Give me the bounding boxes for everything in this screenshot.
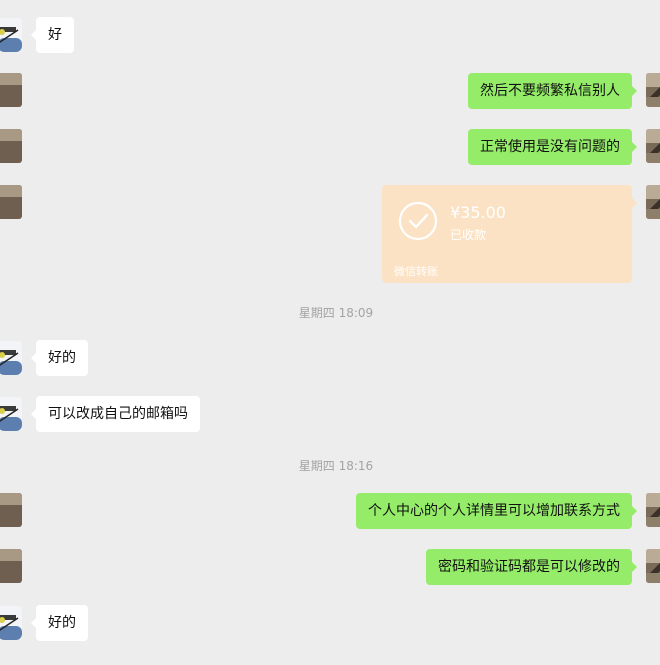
contact-avatar bbox=[0, 129, 22, 163]
check-circle-icon bbox=[398, 201, 438, 241]
contact-avatar-image bbox=[0, 606, 22, 640]
contact-avatar-image bbox=[0, 397, 22, 431]
contact-avatar-image bbox=[0, 341, 22, 375]
contact-avatar-image bbox=[0, 18, 22, 52]
transfer-amount: ¥35.00 bbox=[450, 203, 506, 222]
message-timestamp: 星期四 18:16 bbox=[298, 459, 374, 473]
self-avatar-image bbox=[646, 73, 660, 107]
self-avatar[interactable] bbox=[646, 549, 660, 583]
self-avatar-image bbox=[646, 549, 660, 583]
incoming-message[interactable]: 好的 bbox=[31, 605, 88, 641]
outgoing-message[interactable]: 然后不要频繁私信别人 bbox=[468, 73, 637, 109]
self-avatar[interactable] bbox=[646, 129, 660, 163]
self-avatar[interactable] bbox=[646, 73, 660, 107]
contact-avatar bbox=[0, 185, 22, 219]
message-timestamp: 星期四 18:09 bbox=[298, 306, 374, 320]
transfer-source-label: 微信转账 bbox=[394, 265, 438, 278]
contact-avatar[interactable] bbox=[0, 18, 22, 52]
outgoing-message[interactable]: 个人中心的个人详情里可以增加联系方式 bbox=[356, 493, 637, 529]
self-avatar-image bbox=[646, 185, 660, 219]
contact-avatar-image bbox=[0, 185, 22, 219]
incoming-message[interactable]: 可以改成自己的邮箱吗 bbox=[31, 396, 200, 432]
transfer-status: 已收款 bbox=[450, 228, 487, 242]
contact-avatar-image bbox=[0, 73, 22, 107]
self-avatar[interactable] bbox=[646, 185, 660, 219]
contact-avatar-image bbox=[0, 493, 22, 527]
contact-avatar bbox=[0, 549, 22, 583]
outgoing-message[interactable]: 密码和验证码都是可以修改的 bbox=[426, 549, 637, 585]
wechat-transfer-card[interactable]: ¥35.00 已收款 微信转账 bbox=[382, 185, 637, 283]
contact-avatar-image bbox=[0, 549, 22, 583]
self-avatar-image bbox=[646, 129, 660, 163]
contact-avatar bbox=[0, 73, 22, 107]
contact-avatar[interactable] bbox=[0, 397, 22, 431]
self-avatar-image bbox=[646, 493, 660, 527]
incoming-message[interactable]: 好的 bbox=[31, 340, 88, 376]
incoming-message[interactable]: 好 bbox=[31, 17, 74, 53]
contact-avatar[interactable] bbox=[0, 606, 22, 640]
outgoing-message[interactable]: 正常使用是没有问题的 bbox=[468, 129, 637, 165]
contact-avatar bbox=[0, 493, 22, 527]
contact-avatar[interactable] bbox=[0, 341, 22, 375]
contact-avatar-image bbox=[0, 129, 22, 163]
self-avatar[interactable] bbox=[646, 493, 660, 527]
